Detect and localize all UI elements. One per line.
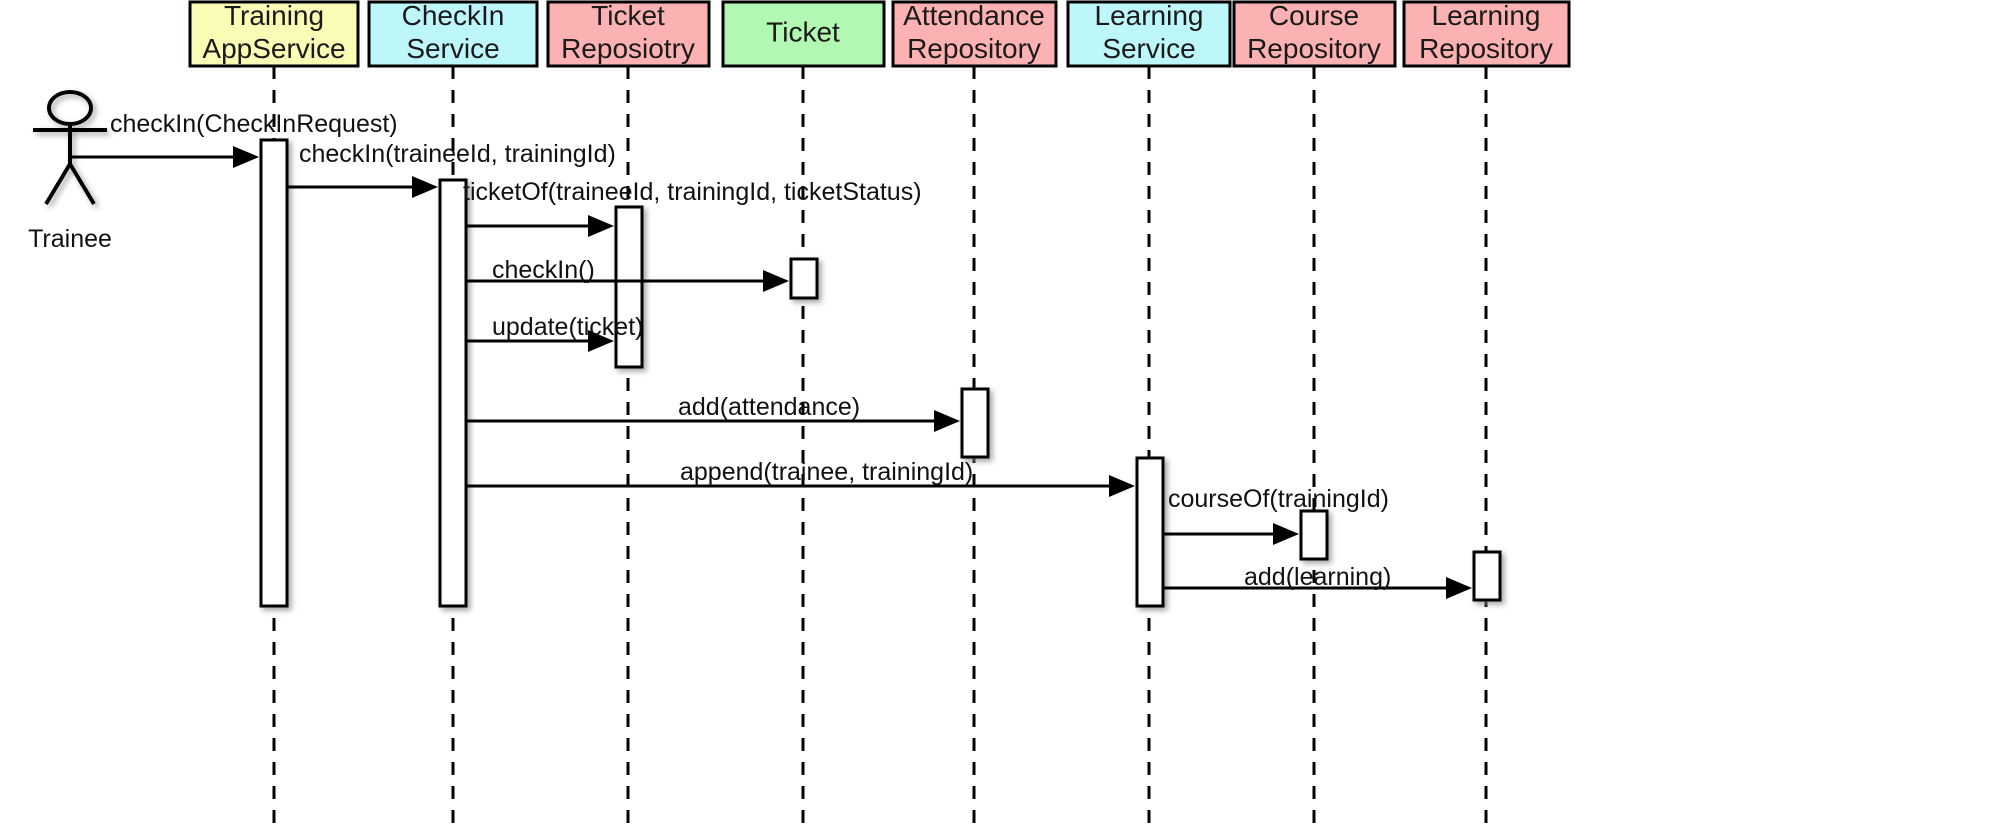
messages-layer: checkIn(CheckInRequest)checkIn(traineeId… — [72, 110, 1472, 599]
activation-bar-training-app-service[interactable] — [259, 138, 289, 608]
lifeline-label-ticket-repository: Reposiotry — [561, 33, 695, 64]
msg-checkin-request-label: checkIn(CheckInRequest) — [110, 110, 398, 138]
lifeline-label-learning-repository: Learning — [1432, 0, 1541, 31]
msg-append-trainee-arrowhead — [1109, 475, 1135, 497]
msg-checkin-trainee[interactable]: checkIn(traineeId, trainingId) — [288, 140, 616, 198]
msg-update-ticket-arrowhead — [588, 330, 614, 352]
msg-checkin-ticket-arrowhead — [763, 270, 789, 292]
msg-append-trainee[interactable]: append(trainee, trainingId) — [467, 458, 1135, 497]
lifeline-header-ticket-repository[interactable] — [546, 0, 711, 68]
msg-course-of-arrowhead — [1273, 523, 1299, 545]
actor-trainee[interactable] — [33, 90, 107, 206]
activation-bar-learning-service[interactable] — [1135, 456, 1165, 608]
lifeline-label-ticket: Ticket — [766, 16, 840, 47]
lifeline-header-training-app-service[interactable] — [188, 0, 360, 68]
msg-add-learning[interactable]: add(learning) — [1164, 563, 1472, 599]
activation-bar-attendance-repository[interactable] — [960, 387, 990, 459]
actor-layer: Trainee — [28, 90, 112, 253]
actor-leg-right-icon — [68, 162, 96, 206]
msg-checkin-request-arrowhead — [233, 146, 259, 168]
activation-bar-ticket-repository[interactable] — [614, 205, 644, 369]
activation-bar-course-repository[interactable] — [1299, 509, 1329, 561]
lifeline-label-learning-service: Service — [1102, 33, 1195, 64]
lifeline-label-learning-service: Learning — [1095, 0, 1204, 31]
lifeline-label-ticket-repository: Ticket — [591, 0, 665, 31]
lifeline-label-checkin-service: CheckIn — [402, 0, 505, 31]
lifeline-label-attendance-repository: Attendance — [903, 0, 1045, 31]
msg-checkin-ticket-label: checkIn() — [492, 256, 595, 284]
lifeline-header-ticket[interactable] — [721, 0, 886, 68]
lifeline-label-checkin-service: Service — [406, 33, 499, 64]
msg-add-attendance[interactable]: add(attendance) — [467, 393, 960, 432]
msg-checkin-ticket[interactable]: checkIn() — [467, 256, 789, 292]
lifeline-label-attendance-repository: Repository — [907, 33, 1041, 64]
msg-checkin-trainee-label: checkIn(traineeId, trainingId) — [299, 140, 616, 168]
activation-bar-checkin-service[interactable] — [438, 178, 468, 608]
msg-add-learning-arrowhead — [1446, 577, 1472, 599]
activation-bar-learning-repository[interactable] — [1472, 550, 1502, 602]
actor-label: Trainee — [28, 225, 112, 253]
msg-course-of-label: courseOf(trainingId) — [1168, 485, 1389, 513]
actor-head-icon — [47, 90, 93, 126]
msg-checkin-trainee-arrowhead — [412, 176, 438, 198]
msg-update-ticket-label: update(ticket) — [492, 313, 643, 341]
lifeline-label-course-repository: Course — [1269, 0, 1359, 31]
msg-ticket-of-arrowhead — [588, 215, 614, 237]
actor-leg-left-icon — [44, 162, 72, 206]
lifeline-header-attendance-repository[interactable] — [891, 0, 1058, 68]
lifeline-label-training-app-service: Training — [224, 0, 324, 31]
msg-ticket-of[interactable]: ticketOf(traineeId, trainingId, ticketSt… — [463, 178, 922, 237]
msg-add-attendance-label: add(attendance) — [678, 393, 860, 421]
msg-ticket-of-label: ticketOf(traineeId, trainingId, ticketSt… — [463, 178, 922, 206]
lifeline-label-training-app-service: AppService — [202, 33, 345, 64]
lifeline-header-learning-repository[interactable] — [1402, 0, 1571, 68]
msg-append-trainee-label: append(trainee, trainingId) — [680, 458, 973, 486]
msg-add-attendance-arrowhead — [934, 410, 960, 432]
lifeline-header-learning-service[interactable] — [1066, 0, 1232, 68]
msg-checkin-request[interactable]: checkIn(CheckInRequest) — [72, 110, 398, 168]
lifeline-label-learning-repository: Repository — [1419, 33, 1553, 64]
lifeline-header-course-repository[interactable] — [1232, 0, 1397, 68]
lifeline-header-checkin-service[interactable] — [367, 0, 539, 68]
activation-bar-ticket[interactable] — [789, 257, 819, 300]
msg-add-learning-label: add(learning) — [1244, 563, 1391, 591]
msg-course-of[interactable]: courseOf(trainingId) — [1164, 485, 1389, 545]
msg-update-ticket[interactable]: update(ticket) — [467, 313, 643, 352]
lifeline-label-course-repository: Repository — [1247, 33, 1381, 64]
activations-layer — [259, 138, 1502, 608]
lifeline-ticket[interactable]: Ticket — [721, 0, 886, 830]
